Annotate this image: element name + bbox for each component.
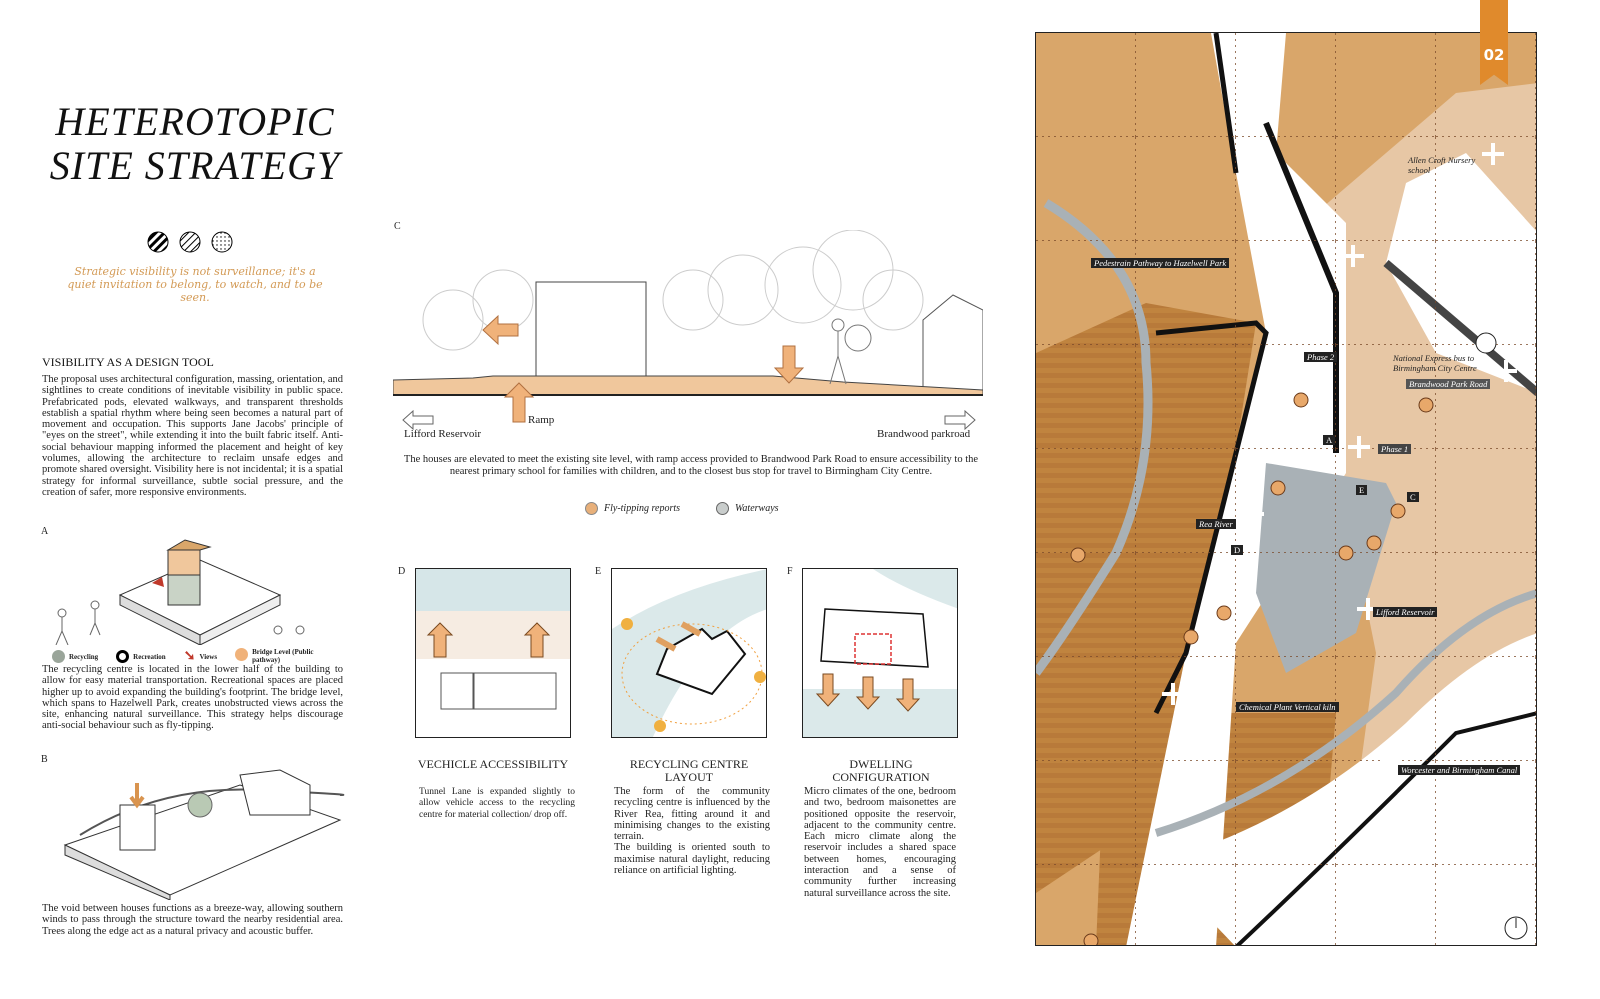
panel-f-diagram [802,568,958,738]
map-label-pedestrian: Pedestrain Pathway to Hazelwell Park [1091,258,1230,268]
legend-label: Bridge Level (Public pathway) [252,648,314,664]
map-marker-d: D [1231,545,1244,555]
map-marker-c: C [1407,492,1419,502]
map-label-phase-2: Phase 2 [1304,352,1338,362]
page-title: HETEROTOPIC SITE STRATEGY [40,100,350,188]
panel-d-diagram [415,568,571,738]
recreation-ring-icon [116,650,130,663]
map-marker-e: E [1356,485,1368,495]
panel-e-letter: E [595,566,602,577]
panel-f-body: Micro climates of the one, bedroom and t… [804,786,956,899]
site-map: Pedestrain Pathway to Hazelwell Park All… [1035,32,1537,946]
dense-hatch-icon [147,231,169,253]
map-label-kiln: Chemical Plant Vertical kiln [1236,702,1339,712]
dot-hatch-icon [211,231,233,253]
section-b-axonometric [63,769,345,900]
hatch-pattern-icons [147,231,233,253]
map-label-rea-river: Rea River [1196,519,1236,529]
map-label-canal: Worcester and Birmingham Canal [1398,765,1521,775]
site-map-drawing [1036,33,1536,945]
section-a-legend: Recycling Recreation ➘Views Bridge Level… [52,648,352,665]
section-c-elevation [393,230,983,430]
visibility-body: The proposal uses architectural configur… [42,374,343,498]
bridge-swatch-icon [235,648,249,661]
section-a-body: The recycling centre is located in the l… [42,664,343,732]
legend-label: Views [199,652,218,661]
legend-views: ➘Views [184,648,217,665]
map-label-phase-1: Phase 1 [1378,444,1412,454]
section-c-legend: Fly-tipping reports Waterways [585,502,779,515]
legend-label: Fly-tipping reports [604,503,681,514]
section-c-letter: C [394,221,401,232]
panel-d-letter: D [398,566,406,577]
panel-d-heading: VECHICLE ACCESSIBILITY [417,757,569,771]
title-line-1: HETEROTOPIC [55,99,335,144]
map-label-bus: National Express bus to Birmingham City … [1393,353,1477,373]
page-number: 02 [1483,46,1505,64]
ramp-label: Ramp [528,414,555,426]
panel-f-letter: F [787,566,793,577]
section-c-caption: The houses are elevated to meet the exis… [403,454,979,477]
quote: Strategic visibility is not surveillance… [67,265,323,304]
section-a-letter: A [41,526,49,537]
bus-stop-icon [1475,332,1497,354]
title-line-2: SITE STRATEGY [49,143,341,188]
legend-recreation: Recreation [116,648,166,665]
map-label-allen-croft: Allen Croft Nursery school [1408,155,1476,175]
legend-bridge: Bridge Level (Public pathway) [235,648,325,665]
views-arrow-icon: ➘ [183,649,196,664]
fly-tipping-swatch-icon [585,502,598,515]
panel-e-body: The form of the community recycling cent… [614,786,770,877]
legend-label: Recreation [133,652,166,661]
waterways-swatch-icon [716,502,730,515]
legend-label: Recycling [69,652,99,661]
legend-recycling: Recycling [52,648,98,665]
legend-waterways: Waterways [716,502,779,515]
brandwood-parkroad-label: Brandwood parkroad [877,428,971,440]
panel-e-heading: RECYCLING CENTRE LAYOUT [629,757,749,784]
panel-e-diagram [611,568,767,738]
map-marker-a: A [1323,435,1336,445]
page-number-tab: 02 [1480,0,1508,85]
section-b-body: The void between houses functions as a b… [42,903,343,937]
panel-d-body: Tunnel Lane is expanded slightly to allo… [419,787,575,820]
recycling-swatch-icon [52,650,65,663]
panel-f-heading: DWELLING CONFIGURATION [832,757,930,784]
section-a-axonometric [55,539,305,645]
visibility-heading: VISIBILITY AS A DESIGN TOOL [42,355,214,369]
light-hatch-icon [179,231,201,253]
map-label-lifford-reservoir: Lifford Reservoir [1373,607,1438,617]
lifford-reservoir-label: Lifford Reservoir [404,428,482,440]
legend-fly-tipping: Fly-tipping reports [585,502,680,515]
map-label-brandwood: Brandwood Park Road [1406,379,1491,389]
legend-label: Waterways [735,503,779,514]
section-b-letter: B [41,754,48,765]
